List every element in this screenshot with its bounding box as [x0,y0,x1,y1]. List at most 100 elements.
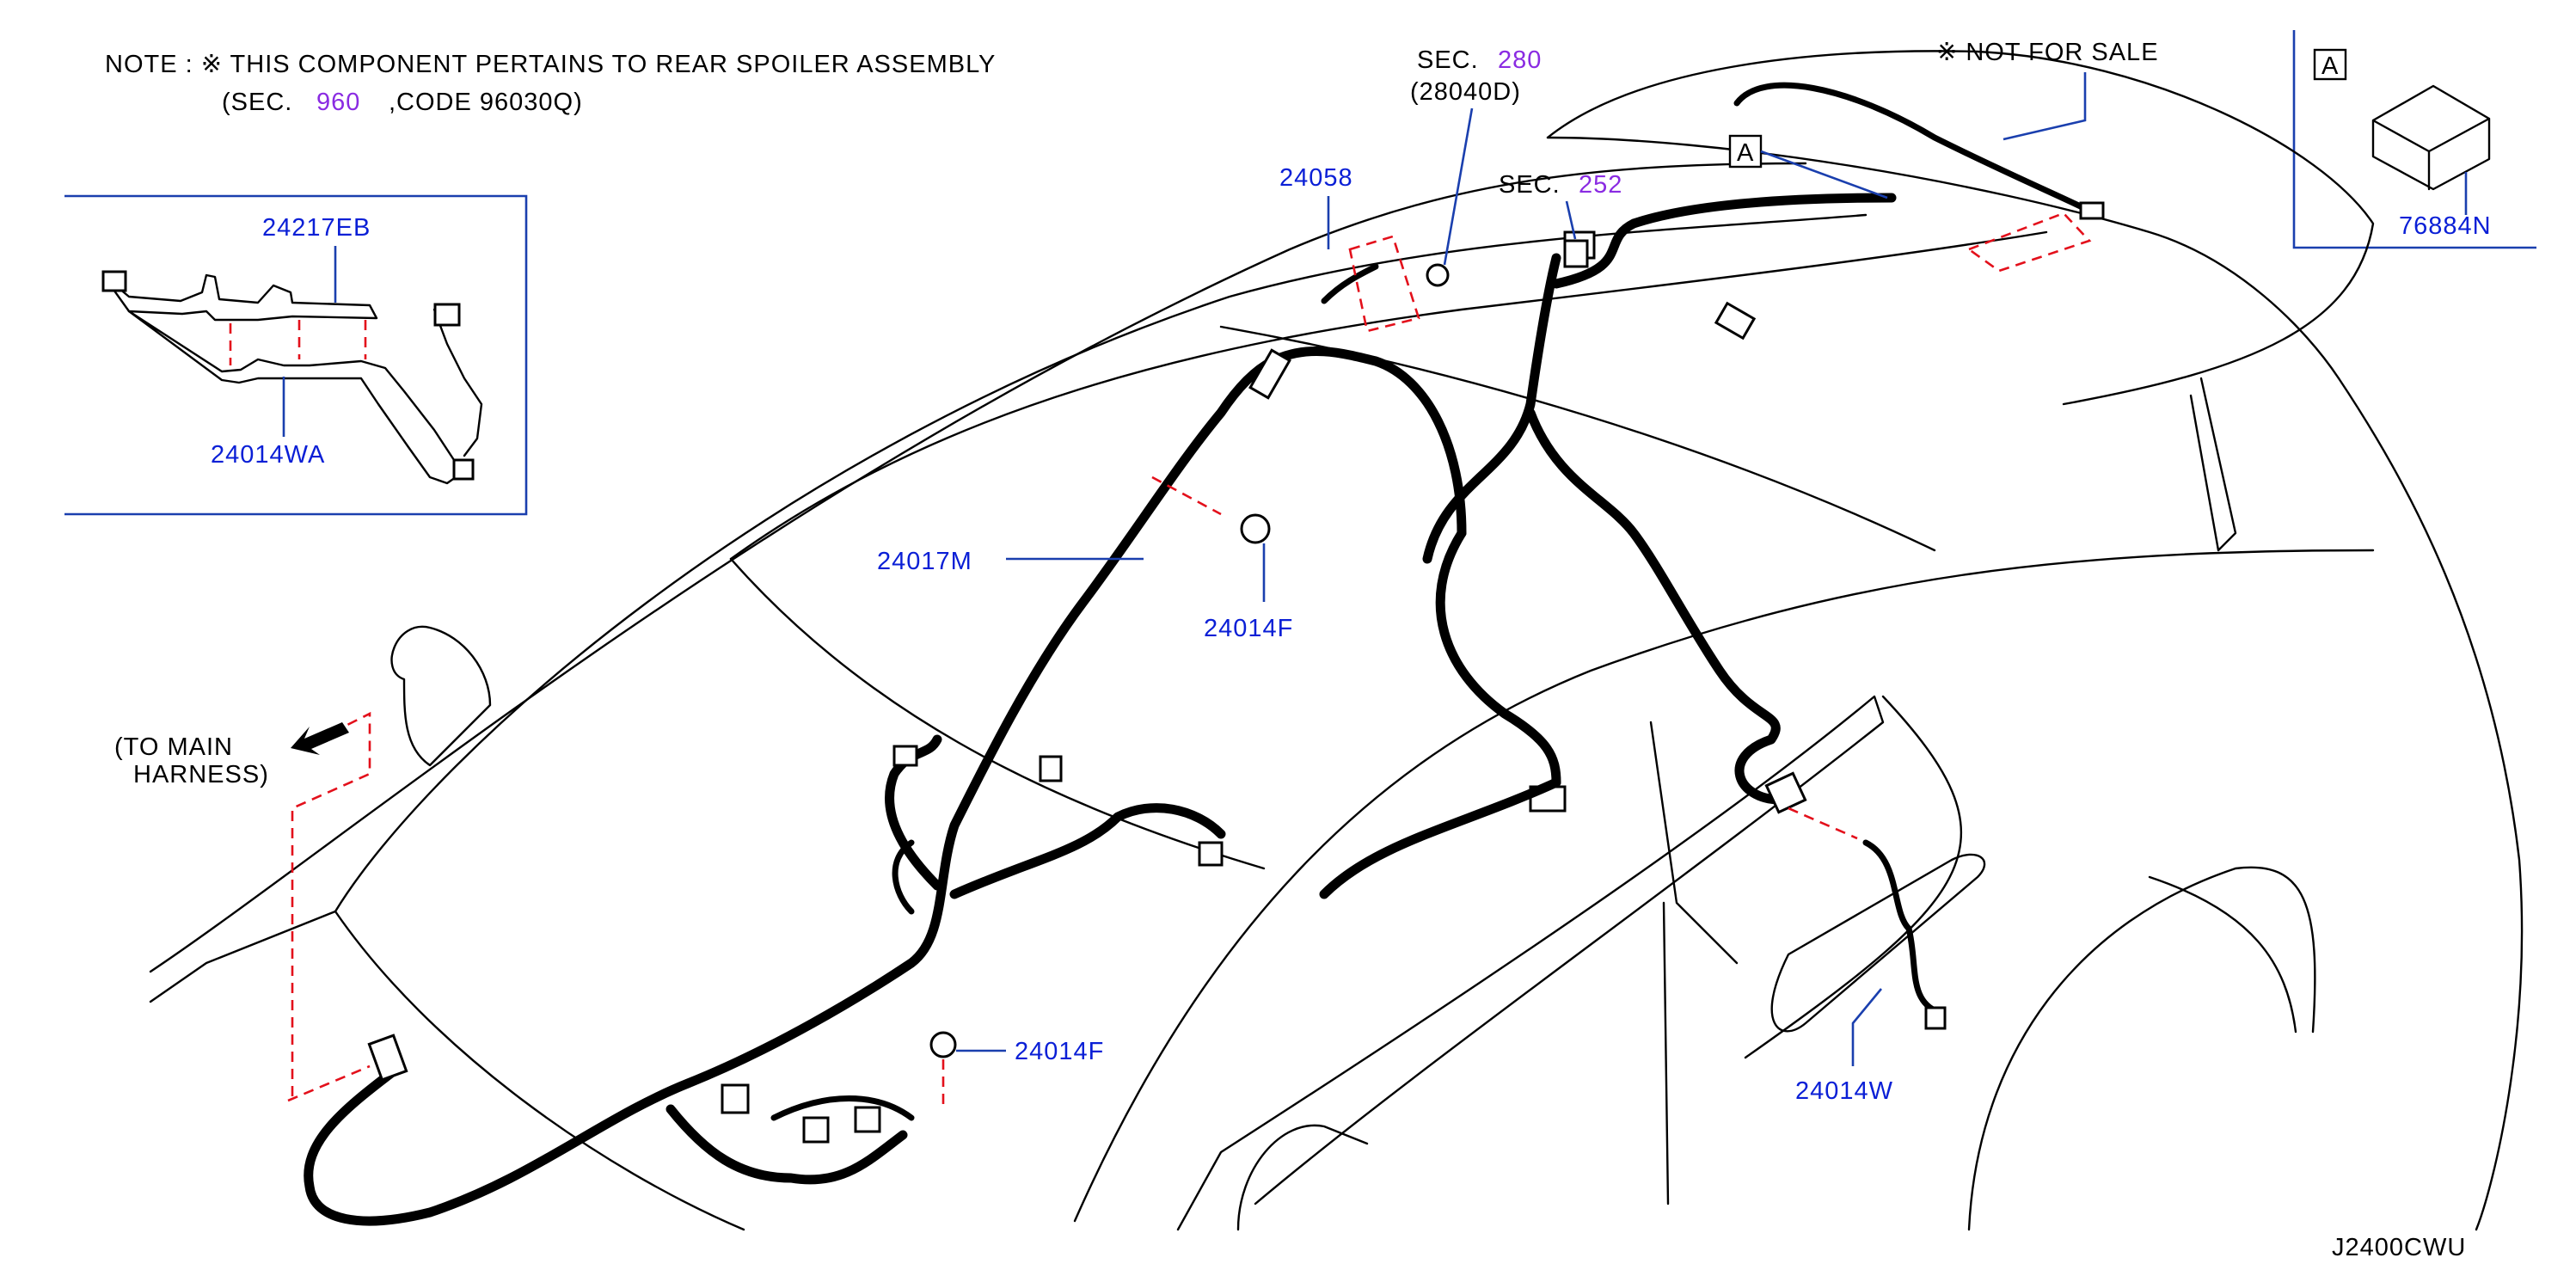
diagram-code: J2400CWU [2332,1234,2466,1261]
dash-24014F-top [1151,475,1222,516]
rear-door-handle-area [1770,853,1986,1033]
connector-24014W-1 [1764,771,1807,814]
connector-left-1 [892,745,918,767]
callout-A-letter: A [1737,139,1754,167]
dashed-links [287,212,2092,1109]
part-76884N-shape [2371,84,2491,191]
to-main-harness: (TO MAIN HARNESS) [114,722,349,788]
trunk-right [1435,528,1561,788]
lower-loop [665,1104,908,1185]
side-mirror [390,625,492,767]
bracket-24217EB [101,273,378,322]
part-label-24017M[interactable]: 24017M [877,548,972,575]
roof-line [149,162,1807,973]
part-label-24014WA[interactable]: 24014WA [211,441,325,469]
main-trunk [304,356,1278,1226]
harness-24058 [1321,263,1379,304]
leader-not-for-sale [2003,72,2087,141]
door-rear-edge [1649,721,1739,965]
spoiler-top [1546,50,2375,406]
part-label-76884N[interactable]: 76884N [2399,212,2492,240]
roof-inner [729,230,2048,561]
callout-A-box [1728,134,1763,169]
quarter-window [1744,695,1963,1059]
bolt-24014F-bottom [929,1031,957,1058]
connector-main-end [367,1034,408,1082]
inset-76884N: A 76884N [2292,30,2536,249]
rear-top-branch [1551,193,1897,289]
sec252-prefix: SEC. [1499,171,1561,199]
connector-24014W-2 [1924,1006,1947,1030]
dash-to-main-harness [287,711,371,1102]
inset-A-box [2313,48,2347,81]
rear-wheel-arch [1967,866,2316,1231]
connector-rear-1 [1714,301,1757,340]
leader-callout-A [1760,150,1888,199]
trunk-branch-right [949,803,1226,899]
rear-up-branch [1422,253,1561,564]
harness-24014W [1862,839,1938,1014]
front-lower-line [149,910,337,1003]
spoiler-harness [1733,82,2093,214]
connector-sec252 [1563,239,1589,268]
note-sec-prefix: (SEC. [222,89,292,116]
sec280-code: (28040D) [1410,78,1521,106]
inset-A-letter: A [2321,52,2339,80]
not-for-sale: ※ NOT FOR SALE [1936,39,2159,66]
note-code: ,CODE 96030Q) [389,89,583,116]
rear-right-branch [1525,408,1785,805]
leader-24014W [1851,988,1883,1066]
inset-connector-3 [452,458,475,481]
inset-connector-2 [433,303,461,327]
part-label-24014F-bottom[interactable]: 24014F [1015,1038,1104,1065]
windshield-bottom [729,557,1266,870]
side-beltline [1073,549,2375,1223]
connector-lower-1 [721,1083,750,1114]
spoiler-inner [1546,136,2340,380]
inset-A-frame [2292,30,2536,249]
car-body-outline [149,50,2524,1231]
connector-spoiler [2079,201,2105,220]
rear-wheel-arch-inner [2148,875,2297,1034]
to-main-line-2: HARNESS) [133,761,269,788]
inset-connector-1 [101,270,127,292]
dash-24058 [1348,235,1420,333]
harness-branch-inset [432,308,483,457]
harness-24017M [304,346,1567,1226]
hood-line [334,910,745,1231]
part-label-24058[interactable]: 24058 [1279,164,1353,192]
leader-sec280 [1443,107,1474,266]
inset-frame [64,194,528,516]
trunk-branch-left-2 [892,839,915,915]
connector-top-1 [1248,348,1291,400]
sec280-number[interactable]: 280 [1498,46,1542,74]
connector-lower-3 [854,1106,881,1133]
trunk-branch-left [885,734,942,891]
windshield-top [334,213,1868,913]
bolt-sec280 [1426,263,1450,287]
trunk-top [1267,346,1467,538]
part-callouts: SEC. 280 (28040D) SEC. 252 ※ NOT FOR SAL… [877,39,2466,1261]
note-block: NOTE : ※ THIS COMPONENT PERTAINS TO REAR… [105,51,995,116]
note-sec-number[interactable]: 960 [316,89,360,116]
dash-spoiler [1966,212,2092,273]
sec280-prefix: SEC. [1417,46,1479,74]
roof-edge [1219,325,1936,552]
part-label-24217EB[interactable]: 24217EB [262,214,371,242]
lower-loop-2 [770,1095,915,1121]
inset-24217EB: 24217EB 24014WA [64,194,528,516]
connector-lower-2 [802,1116,830,1144]
sec252-number[interactable]: 252 [1579,171,1622,199]
inset-dashed-links [229,320,367,365]
arrow-left-icon [291,722,349,755]
rear-body-line [2337,377,2524,1231]
connector-right-1 [1198,841,1224,867]
part-label-24014F-top[interactable]: 24014F [1204,615,1293,642]
front-door-mirror [1236,1124,1369,1231]
connector-left-2 [1039,755,1063,782]
rear-lower-branch [1319,777,1561,899]
bolt-24014F-top [1240,513,1271,544]
part-label-24014W[interactable]: 24014W [1795,1077,1893,1105]
harness-rear [1319,82,2105,1030]
